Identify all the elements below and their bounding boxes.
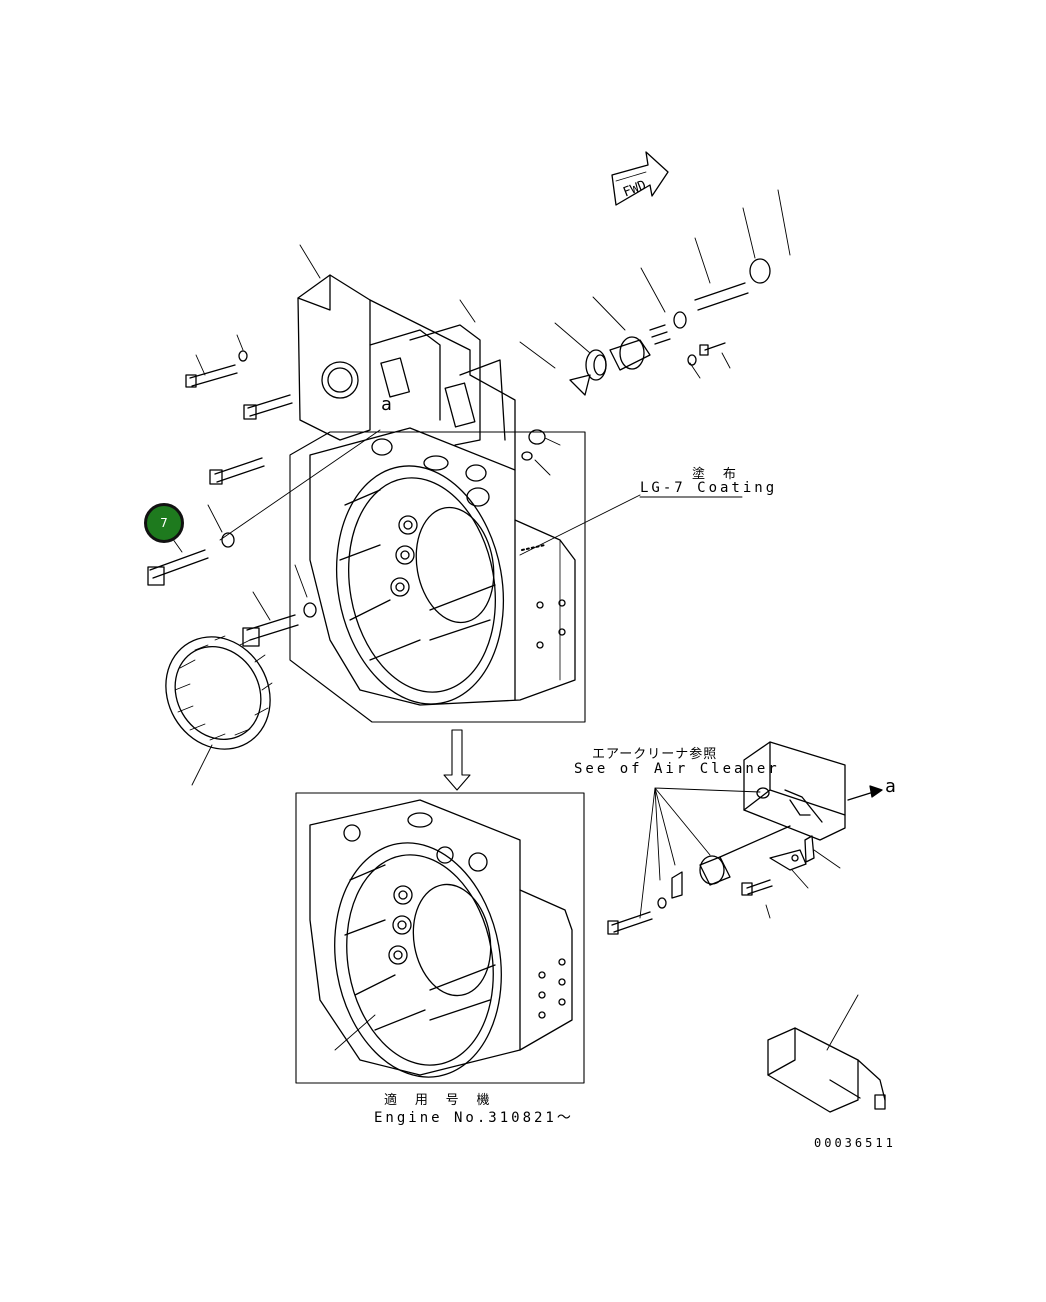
gasket-ring xyxy=(165,635,273,750)
coating-label-jp: 塗 布 xyxy=(692,467,741,482)
bracket-assembly xyxy=(297,274,516,507)
air-cleaner-parts xyxy=(607,785,883,935)
engine-label-jp: 適 用 号 機 xyxy=(384,1093,495,1108)
air-cleaner-label-jp: エアークリーナ参照 xyxy=(592,747,718,762)
down-arrow-icon xyxy=(443,729,471,791)
bolt-set-left xyxy=(147,350,317,647)
fwd-arrow-icon xyxy=(611,151,669,206)
air-cleaner-label-en: See of Air Cleaner xyxy=(574,761,780,777)
dipstick-tube xyxy=(767,994,886,1113)
air-cleaner-bracket xyxy=(743,741,846,841)
fwd-label: FWD xyxy=(621,178,649,201)
callout-marker-7[interactable]: 7 xyxy=(144,503,184,543)
flywheel-housing-inset xyxy=(295,792,585,1084)
reference-a-right: a xyxy=(885,776,896,797)
flywheel-housing-upper xyxy=(289,427,586,723)
callout-number: 7 xyxy=(160,516,168,530)
leader-lines xyxy=(169,189,791,786)
reference-a-top: a xyxy=(381,394,392,415)
coating-label-en: LG-7 Coating xyxy=(640,480,778,496)
turning-gear-parts xyxy=(521,258,771,461)
drawing-number: 00036511 xyxy=(814,1136,896,1150)
engine-label-en: Engine No.310821～ xyxy=(374,1110,574,1126)
